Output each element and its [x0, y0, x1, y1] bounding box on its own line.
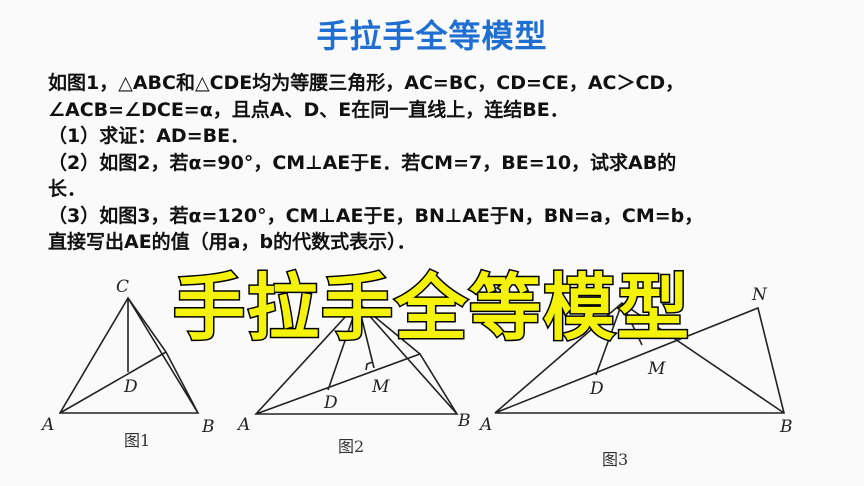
point-label: D: [123, 377, 138, 397]
problem-line: （2）如图2，若α=90°，CM⊥AE于E．若CM=7，BE=10，试求AB的: [48, 151, 677, 174]
problem-line: 长．: [48, 178, 87, 200]
point-label: M: [647, 359, 666, 379]
point-label: D: [589, 379, 604, 399]
point-label: A: [236, 415, 250, 435]
figure-1: C D A B 图1: [40, 277, 215, 450]
overlay-title: 手拉手全等模型: [171, 266, 691, 350]
point-label: B: [779, 417, 793, 437]
figure-3: D M N A B 图3: [478, 285, 793, 469]
point-label: M: [371, 377, 390, 397]
point-label: A: [478, 415, 492, 435]
point-label: A: [40, 415, 54, 435]
point-label: C: [116, 277, 129, 297]
figure-caption: 图3: [602, 450, 628, 469]
problem-line: （1）求证：AD=BE．: [48, 125, 250, 147]
problem-line: ∠ACB=∠DCE=α，且点A、D、E在同一直线上，连结BE．: [48, 98, 569, 121]
problem-text: 如图1，△ABC和△CDE均为等腰三角形，AC=BC，CD=CE，AC＞CD， …: [48, 70, 848, 256]
page-title: 手拉手全等模型: [316, 17, 548, 55]
point-label: B: [201, 417, 215, 437]
figure-2: D M A B 图2: [236, 301, 471, 456]
point-label: B: [457, 411, 471, 431]
problem-line: 直接写出AE的值（用a，b的代数式表示）．: [48, 231, 416, 253]
problem-line: 如图1，△ABC和△CDE均为等腰三角形，AC=BC，CD=CE，AC＞CD，: [48, 72, 685, 94]
point-label: N: [751, 285, 768, 305]
figure-caption: 图1: [124, 431, 150, 450]
figure-caption: 图2: [338, 437, 364, 456]
problem-line: （3）如图3，若α=120°，CM⊥AE于E，BN⊥AE于N，BN=a，CM=b…: [48, 204, 704, 227]
point-label: D: [323, 393, 338, 413]
